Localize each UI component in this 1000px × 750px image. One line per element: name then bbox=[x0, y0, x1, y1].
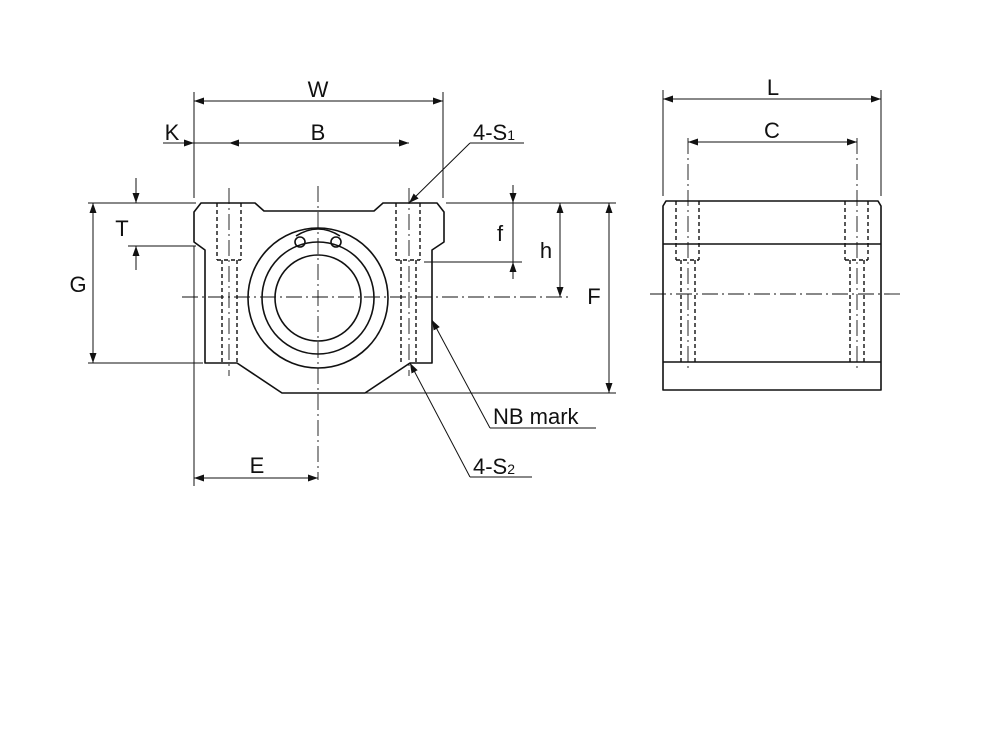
side-housing-outline bbox=[662, 200, 882, 391]
front-dimensions: W B K 4-S1 T G f h bbox=[69, 77, 616, 486]
s1-leader bbox=[408, 142, 471, 204]
side-view bbox=[650, 138, 904, 391]
side-dimensions: L C bbox=[662, 75, 882, 196]
label-h: h bbox=[540, 238, 552, 263]
label-b: B bbox=[311, 120, 326, 145]
label-nb-mark: NB mark bbox=[493, 404, 580, 429]
front-view bbox=[182, 186, 568, 480]
label-f: f bbox=[497, 221, 504, 246]
retainer-hole-left bbox=[294, 236, 306, 248]
label-t: T bbox=[115, 216, 128, 241]
label-s1-sub: 1 bbox=[507, 127, 515, 143]
retainer-clip bbox=[295, 228, 341, 237]
label-l: L bbox=[767, 75, 779, 100]
label-s1: 4-S1 bbox=[473, 120, 515, 145]
label-w: W bbox=[308, 77, 329, 102]
label-e: E bbox=[250, 453, 265, 478]
label-g: G bbox=[69, 272, 86, 297]
label-s2-sub: 2 bbox=[507, 461, 515, 477]
label-c: C bbox=[764, 118, 780, 143]
housing-outline bbox=[193, 202, 445, 394]
label-k: K bbox=[165, 120, 180, 145]
label-s2-prefix: 4-S bbox=[473, 454, 507, 479]
label-s1-prefix: 4-S bbox=[473, 120, 507, 145]
label-f-total: F bbox=[587, 284, 600, 309]
s2-leader bbox=[409, 362, 471, 478]
nb-mark-leader bbox=[431, 319, 491, 429]
retainer-hole-right bbox=[330, 236, 342, 248]
label-s2: 4-S2 bbox=[473, 454, 515, 479]
shaft-bore bbox=[274, 254, 362, 342]
